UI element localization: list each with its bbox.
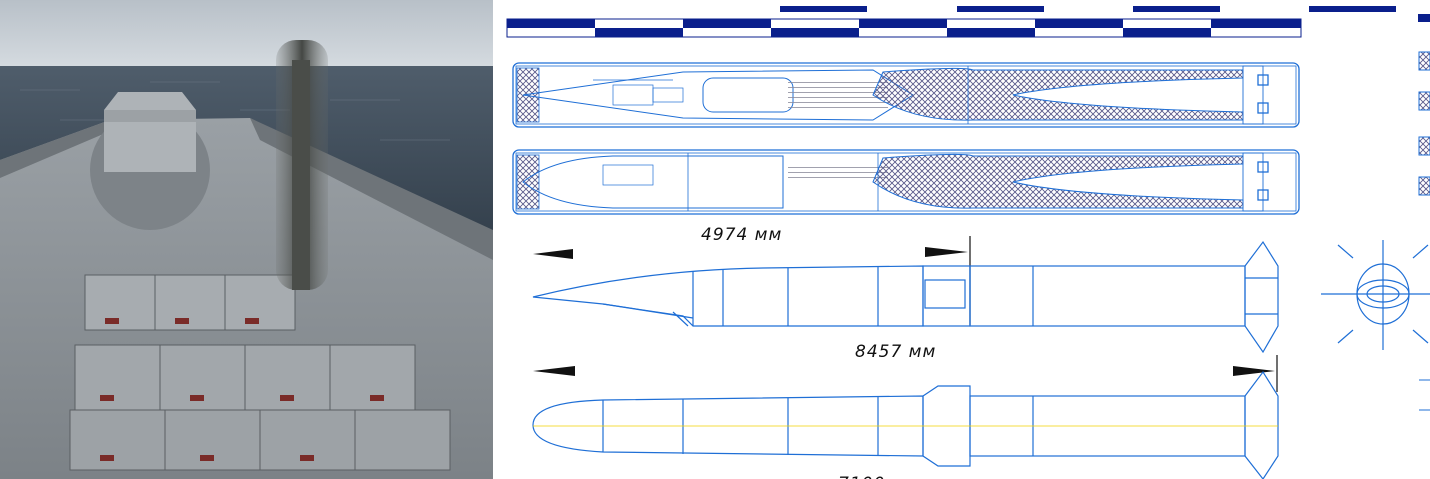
dimension-label-bottom: 7100 bbox=[838, 474, 885, 479]
photo-illustration bbox=[0, 0, 493, 479]
ship-launch-photo bbox=[0, 0, 493, 479]
right-edge-details bbox=[1418, 51, 1430, 411]
scale-bar-top bbox=[753, 0, 1430, 22]
missile bbox=[292, 60, 310, 290]
drawing-canvas: 4974 мм 8457 мм bbox=[506, 0, 1430, 479]
gun-turret bbox=[104, 92, 196, 172]
missile-technical-drawing: 4974 мм 8457 мм bbox=[493, 0, 1430, 479]
dimension-label-overall: 8457 мм bbox=[855, 342, 936, 362]
dimension-label-nose: 4974 мм bbox=[701, 225, 782, 245]
side-view-2 bbox=[532, 370, 1279, 479]
cutaway-view-2 bbox=[512, 149, 1300, 215]
dimension-arrow-1 bbox=[533, 236, 971, 325]
dimension-arrow-2 bbox=[533, 355, 1278, 392]
front-view bbox=[1321, 240, 1430, 350]
sky bbox=[0, 0, 493, 68]
cutaway-view-1 bbox=[512, 62, 1300, 128]
side-view-1 bbox=[532, 240, 1279, 354]
scale-bar-main bbox=[506, 18, 1302, 38]
